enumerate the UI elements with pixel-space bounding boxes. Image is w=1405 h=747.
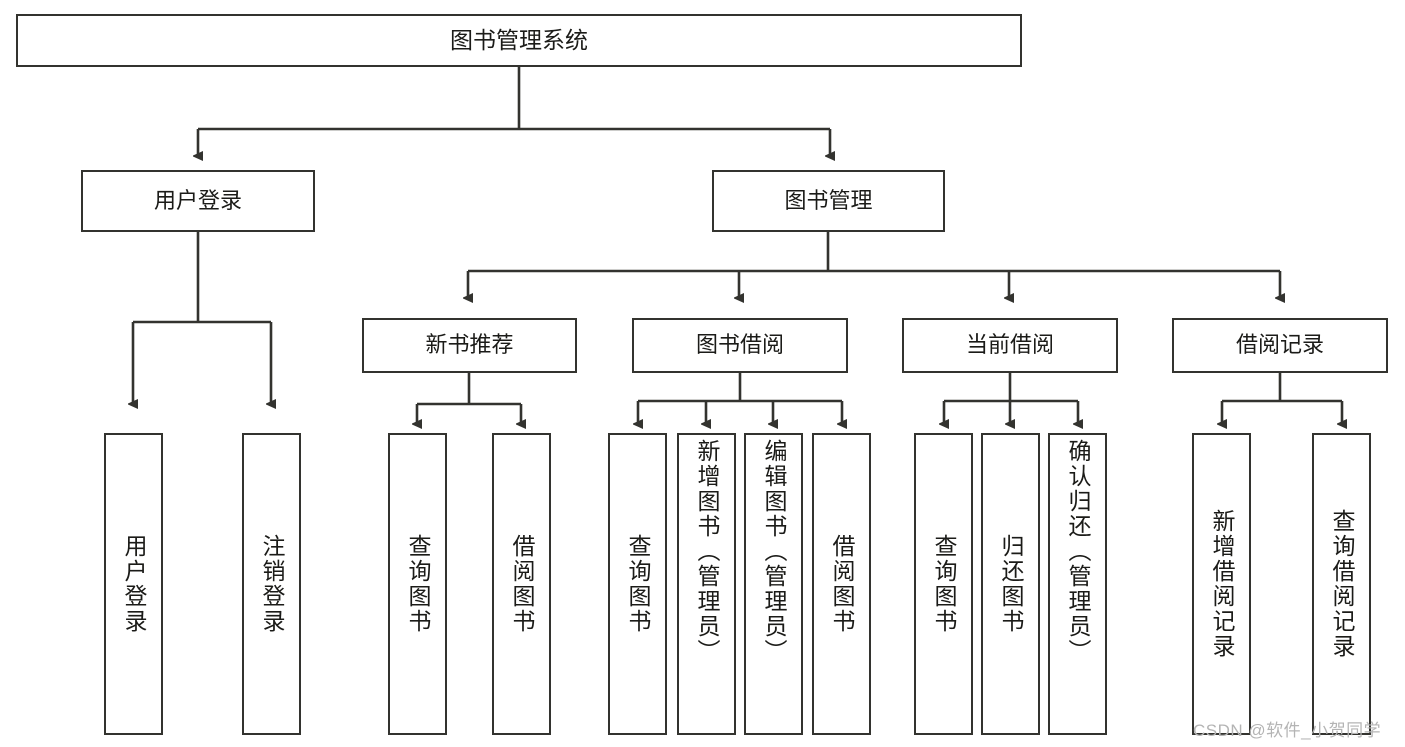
node-new-book-recommend-label: 新书推荐: [425, 332, 514, 358]
leaf-current-confirm-return-label: 确认归还（管理员）: [1065, 439, 1091, 664]
leaf-record-query-record[interactable]: 查询借阅记录: [1312, 433, 1371, 735]
node-current-borrow[interactable]: 当前借阅: [902, 318, 1118, 373]
leaf-borrow-query-book-label: 查询图书: [625, 534, 651, 634]
watermark: CSDN @软件_小贺同学: [1193, 721, 1382, 740]
leaf-borrow-borrow-book-label: 借阅图书: [829, 534, 855, 634]
node-book-management-label: 图书管理: [784, 187, 873, 213]
node-book-borrow[interactable]: 图书借阅: [632, 318, 848, 373]
leaf-record-query-record-label: 查询借阅记录: [1329, 509, 1355, 659]
leaf-borrow-borrow-book[interactable]: 借阅图书: [812, 433, 871, 735]
leaf-current-query-book-label: 查询图书: [931, 534, 957, 634]
leaf-current-return-book[interactable]: 归还图书: [981, 433, 1040, 735]
node-borrow-record-label: 借阅记录: [1235, 332, 1324, 358]
node-borrow-record[interactable]: 借阅记录: [1172, 318, 1388, 373]
leaf-recommend-borrow-book[interactable]: 借阅图书: [492, 433, 551, 735]
node-new-book-recommend[interactable]: 新书推荐: [362, 318, 577, 373]
node-root[interactable]: 图书管理系统: [16, 14, 1022, 67]
leaf-user-login-logout[interactable]: 注销登录: [242, 433, 301, 735]
leaf-user-login-logout-label: 注销登录: [259, 534, 285, 634]
leaf-current-confirm-return[interactable]: 确认归还（管理员）: [1048, 433, 1107, 735]
leaf-record-add-record[interactable]: 新增借阅记录: [1192, 433, 1251, 735]
leaf-user-login-login[interactable]: 用户登录: [104, 433, 163, 735]
node-book-management[interactable]: 图书管理: [712, 170, 945, 232]
leaf-recommend-borrow-book-label: 借阅图书: [509, 534, 535, 634]
leaf-current-query-book[interactable]: 查询图书: [914, 433, 973, 735]
leaf-borrow-edit-book-label: 编辑图书（管理员）: [761, 439, 787, 664]
node-root-label: 图书管理系统: [450, 26, 588, 53]
leaf-user-login-login-label: 用户登录: [121, 534, 147, 634]
leaf-recommend-query-book-label: 查询图书: [405, 534, 431, 634]
leaf-borrow-query-book[interactable]: 查询图书: [608, 433, 667, 735]
leaf-recommend-query-book[interactable]: 查询图书: [388, 433, 447, 735]
leaf-borrow-edit-book[interactable]: 编辑图书（管理员）: [744, 433, 803, 735]
leaf-borrow-add-book[interactable]: 新增图书（管理员）: [677, 433, 736, 735]
leaf-record-add-record-label: 新增借阅记录: [1209, 509, 1235, 659]
node-book-borrow-label: 图书借阅: [695, 332, 784, 358]
leaf-current-return-book-label: 归还图书: [998, 534, 1024, 634]
node-user-login[interactable]: 用户登录: [81, 170, 315, 232]
node-current-borrow-label: 当前借阅: [965, 332, 1054, 358]
leaf-borrow-add-book-label: 新增图书（管理员）: [694, 439, 720, 664]
node-user-login-label: 用户登录: [153, 187, 242, 213]
